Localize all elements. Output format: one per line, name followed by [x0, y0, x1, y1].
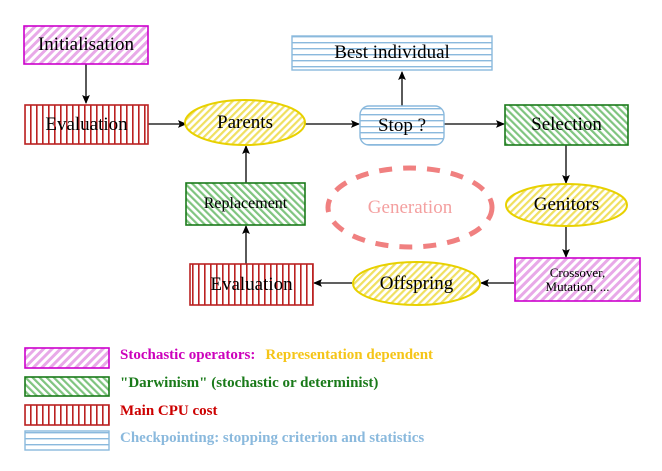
legend-label-checkpointing: Checkpointing: stopping criterion and st…	[120, 430, 425, 446]
node-initialisation[interactable]	[23, 25, 149, 65]
node-evaluation-top[interactable]	[24, 104, 149, 145]
legend-swatch-checkpoint	[24, 430, 110, 451]
legend-label-darwinism: "Darwinism" (stochastic or determinist)	[120, 375, 379, 391]
node-genitors[interactable]	[505, 183, 628, 227]
node-replacement[interactable]	[185, 182, 306, 226]
legend-swatch-stochastic	[24, 347, 110, 369]
legend-label-cpu: Main CPU cost	[120, 403, 218, 419]
node-selection[interactable]	[504, 104, 629, 146]
node-offspring[interactable]	[352, 261, 481, 306]
node-best-individual[interactable]	[291, 35, 493, 71]
node-parents[interactable]	[184, 99, 306, 146]
node-generation	[325, 165, 495, 250]
legend-swatches	[24, 347, 110, 451]
legend-swatch-darwinism	[24, 376, 110, 397]
legend-label-stochastic: Stochastic operators: Representation depe…	[120, 347, 433, 364]
node-stop[interactable]	[359, 105, 445, 146]
node-evaluation-bottom[interactable]	[189, 263, 314, 306]
edges-group	[82, 64, 570, 287]
legend-label-stochastic-part2: Representation dependent	[265, 347, 434, 363]
legend-swatch-cpu	[24, 404, 110, 426]
node-crossover-mutation[interactable]	[514, 257, 641, 302]
legend-label-stochastic-part1: Stochastic operators:	[120, 347, 256, 363]
